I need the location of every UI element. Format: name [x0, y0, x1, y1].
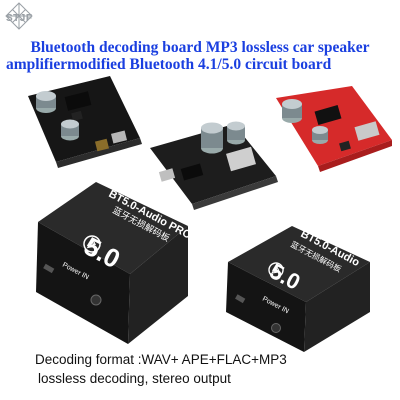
audio-jack-icon: [271, 323, 281, 333]
capacitor-icon: [201, 122, 223, 154]
bluetooth-icon: [83, 235, 101, 253]
product-title-line-2: amplifiermodified Bluetooth 4.1/5.0 circ…: [6, 56, 332, 73]
red-pcb-board: [276, 86, 392, 172]
diamond-lattice-logo-icon: [5, 2, 33, 30]
usb-port-icon: [43, 263, 55, 274]
usb-port-icon: [235, 294, 246, 304]
capacitor-icon: [312, 126, 328, 144]
capacitor-icon: [61, 119, 79, 141]
standard-audio-module: 5.0 蓝牙无损解码板 BT5.0-Audio Power IN: [226, 226, 370, 352]
black-pcb-board: [28, 76, 142, 168]
brand-logo: STJF: [2, 1, 36, 31]
decoding-format-caption: Decoding format :WAV+ APE+FLAC+MP3: [35, 352, 287, 367]
capacitor-icon: [282, 99, 302, 123]
brand-logo-text: STJF: [6, 13, 33, 24]
capacitor-icon: [36, 91, 56, 113]
bluetooth-icon: [268, 262, 284, 278]
product-title-line-1: Bluetooth decoding board MP3 lossless ca…: [30, 39, 370, 56]
pro-audio-module: 5.0 蓝牙无损解码板 BT5.0-Audio PRO Power IN: [36, 182, 194, 344]
pro-pcb-board: [150, 121, 278, 210]
capacitor-icon: [227, 121, 245, 145]
audio-jack-icon: [90, 294, 102, 306]
stereo-output-caption: lossless decoding, stereo output: [38, 371, 231, 386]
